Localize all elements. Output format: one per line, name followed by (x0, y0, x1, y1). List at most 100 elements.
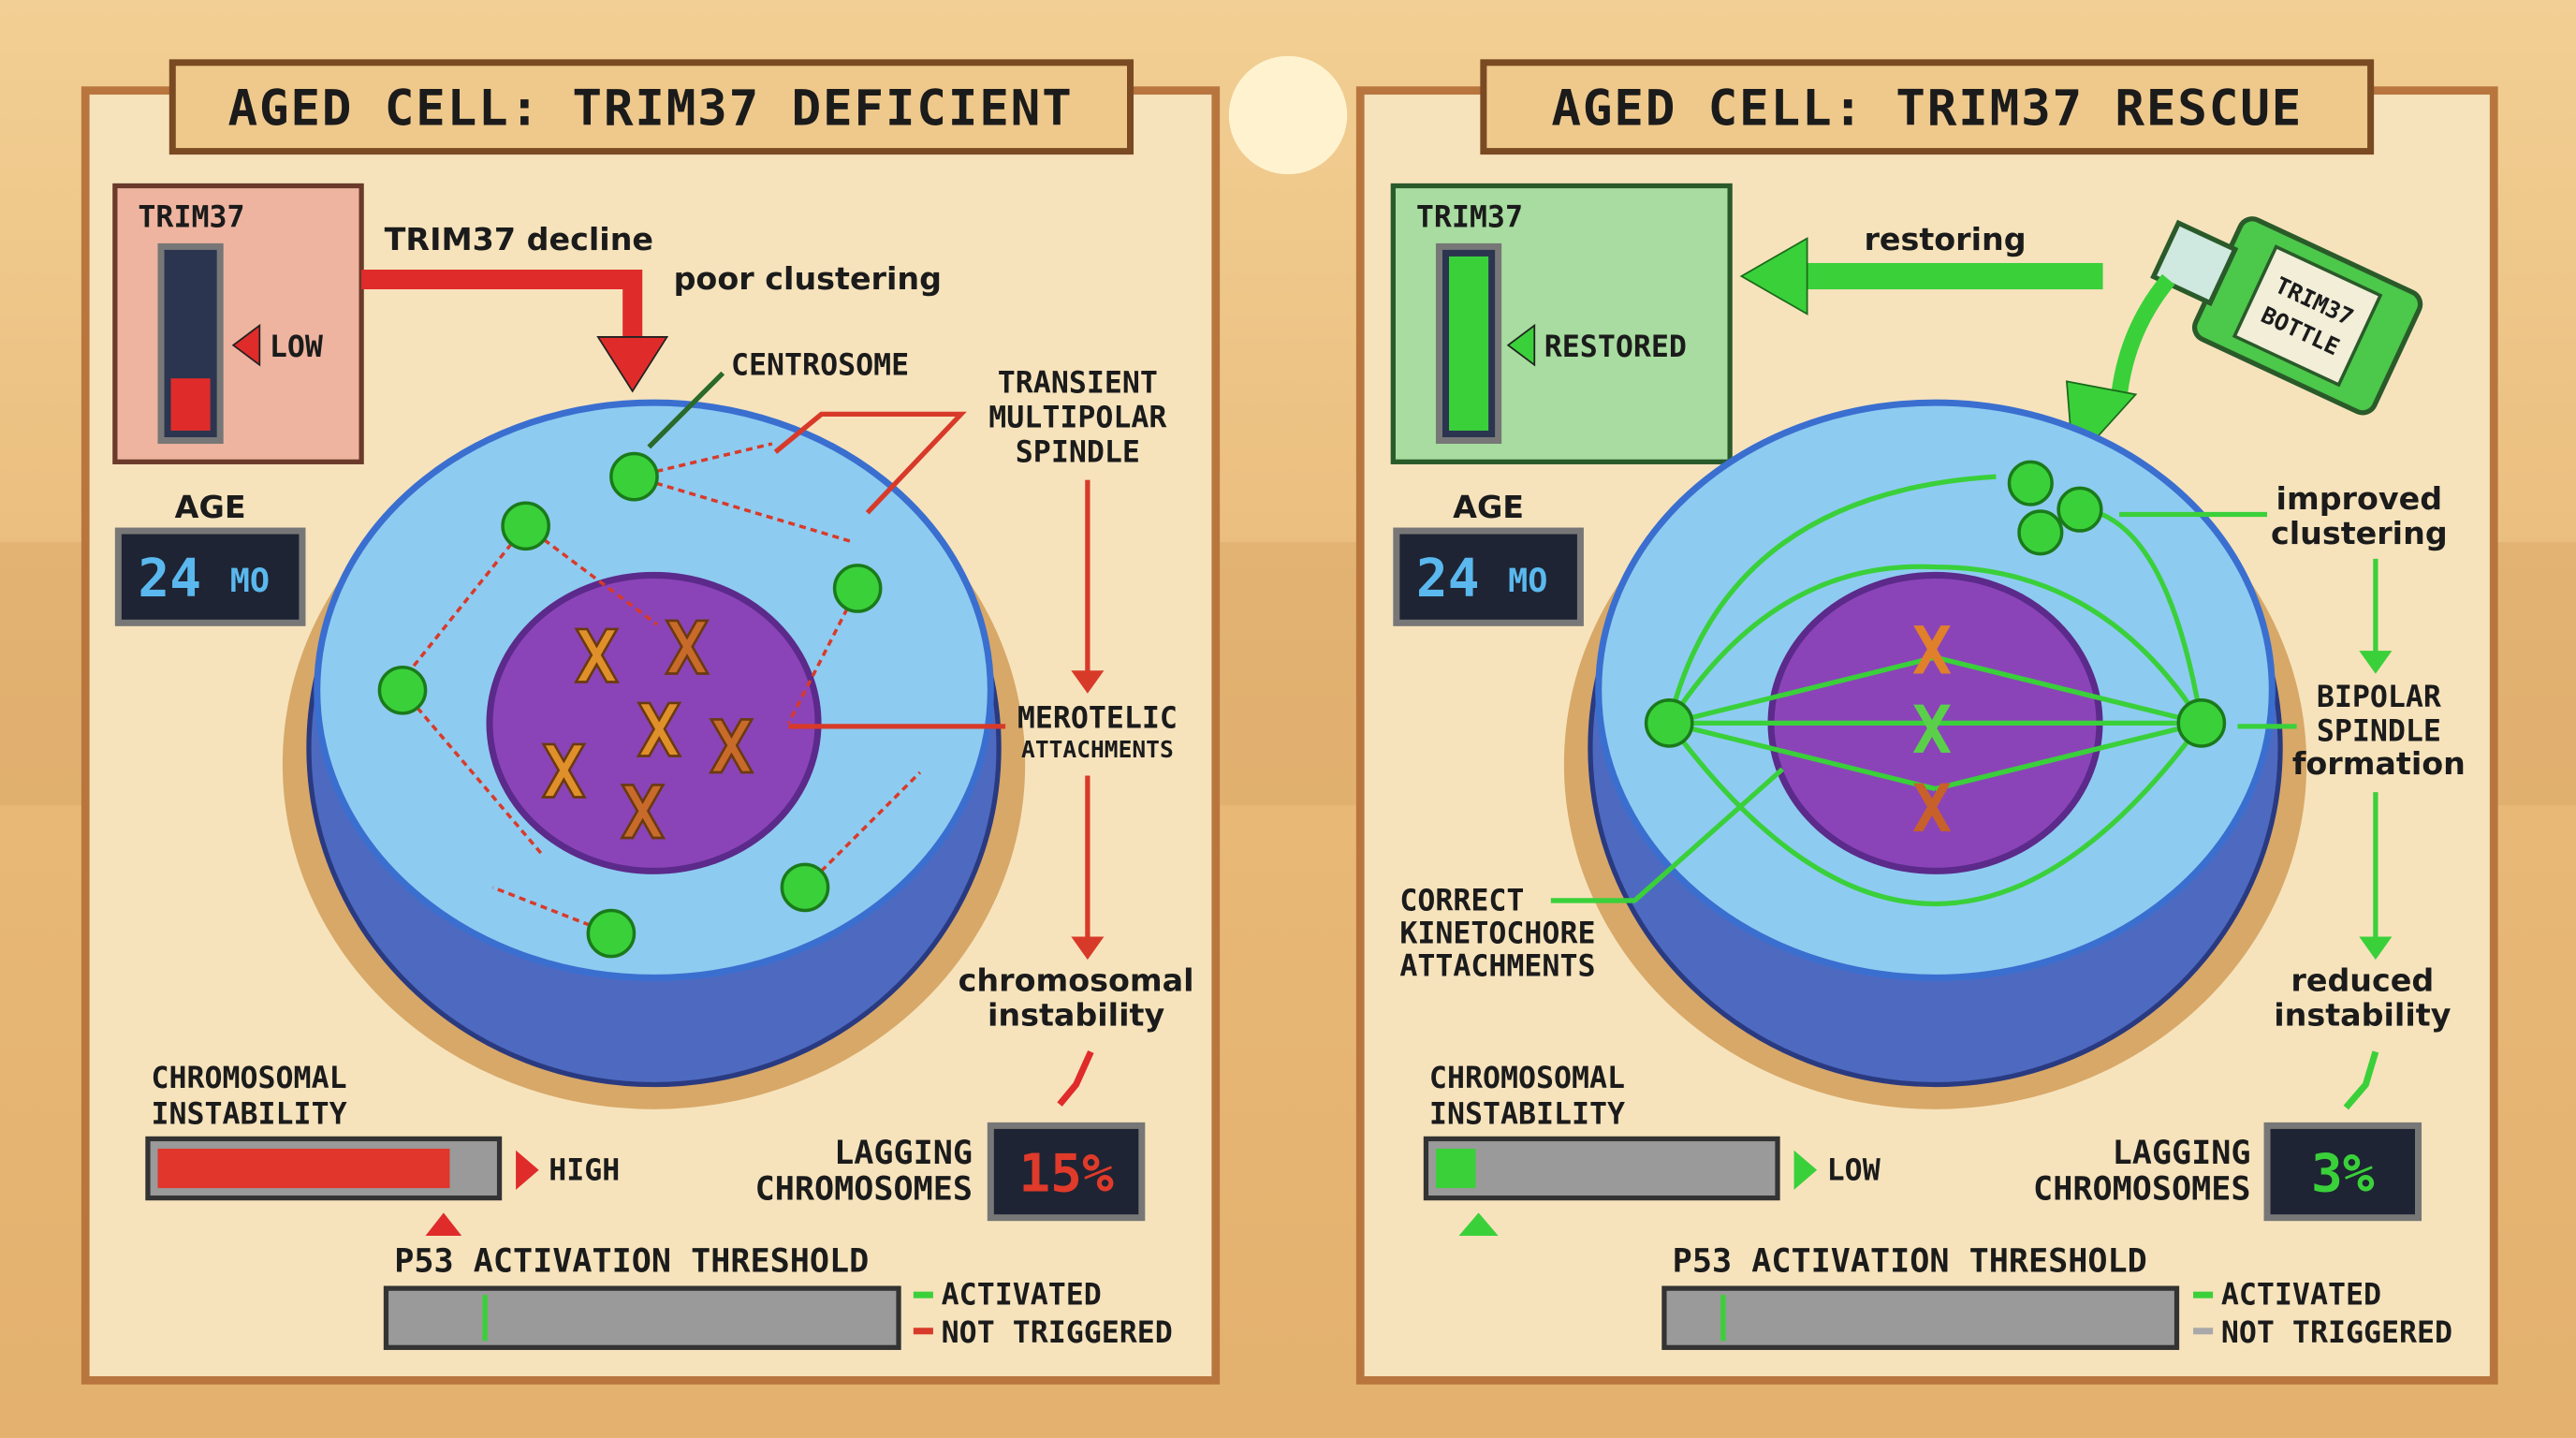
decline-arrow (361, 269, 643, 337)
chromosome: X (637, 689, 681, 773)
arrow-label-decline: TRIM37 decline (385, 221, 653, 257)
cin-label: CHROMOSOMAL (1429, 1062, 1625, 1095)
trim37-gauge-fill (1449, 256, 1489, 431)
centrosome (1644, 698, 1694, 748)
legend-swatch (913, 1291, 933, 1299)
age-display (1393, 527, 1584, 626)
p53-bar-marker (482, 1295, 488, 1342)
cin-state: LOW (1827, 1153, 1881, 1187)
age-unit: MO (1508, 562, 1547, 600)
clustering-label: improved (2276, 480, 2443, 517)
centrosome-label: CENTROSOME (731, 348, 909, 382)
centrosome (780, 862, 830, 913)
instability-text: reduced (2291, 961, 2434, 998)
legend-not-triggered: NOT TRIGGERED (2221, 1316, 2452, 1350)
microtubules (392, 442, 922, 935)
legend-not-triggered: NOT TRIGGERED (942, 1316, 1173, 1350)
pointer-icon (1793, 1150, 1818, 1190)
trim37-label: TRIM37 (1416, 200, 1523, 234)
pointer-icon (1506, 323, 1536, 367)
leader-line (1550, 767, 1785, 903)
instability-text: instability (2274, 996, 2451, 1033)
restoring-arrow (1798, 262, 2103, 290)
pointer-icon (231, 323, 261, 367)
lagging-label: LAGGING (834, 1134, 973, 1172)
cin-label: INSTABILITY (1429, 1098, 1625, 1132)
p53-bar (383, 1285, 901, 1350)
kinetochore-label: KINETOCHORE (1399, 917, 1595, 951)
arrow-head-icon (1739, 237, 1808, 315)
instability-text: instability (988, 996, 1164, 1033)
legend-activated: ACTIVATED (942, 1279, 1102, 1313)
centrosome (501, 501, 550, 551)
legend-swatch (913, 1328, 933, 1335)
clustering-label: clustering (2271, 515, 2448, 551)
legend-activated: ACTIVATED (2221, 1279, 2381, 1313)
lagging-label: LAGGING (2113, 1134, 2251, 1172)
age-label: AGE (1453, 489, 1524, 525)
chromosome: X (1912, 613, 1952, 690)
arrow-head-icon (2359, 936, 2393, 961)
cin-state: HIGH (549, 1153, 620, 1187)
centrosome (2007, 460, 2054, 506)
nucleus (486, 571, 822, 874)
trim37-state: RESTORED (1544, 330, 1687, 364)
p53-label: P53 ACTIVATION THRESHOLD (394, 1242, 869, 1281)
leader-line (647, 371, 725, 449)
cin-bar-fill (1435, 1148, 1476, 1189)
lagging-label: CHROMOSOMES (2033, 1169, 2250, 1208)
centrosome (609, 451, 659, 502)
trim37-label: TRIM37 (138, 200, 244, 234)
p53-bar (1661, 1285, 2180, 1350)
bipolar-label: SPINDLE (2317, 715, 2441, 749)
chromosome: X (710, 706, 753, 790)
centrosome (586, 908, 637, 959)
cin-label: INSTABILITY (151, 1098, 346, 1132)
bipolar-label: BIPOLAR (2317, 681, 2442, 714)
flow-arrow (1057, 1049, 1094, 1107)
spindle-label: MULTIPOLAR (988, 401, 1167, 434)
merotelic-label: MEROTELIC (1017, 702, 1178, 736)
legend-swatch (2193, 1291, 2214, 1299)
chromosome: X (1912, 692, 1952, 769)
p53-label: P53 ACTIVATION THRESHOLD (1673, 1242, 2147, 1281)
centrosome (832, 564, 883, 613)
pouring-arrow (2111, 273, 2175, 396)
chromosome: X (575, 616, 619, 700)
chromosome: X (1912, 770, 1952, 847)
centrosome (2056, 486, 2103, 533)
flow-arrow (2343, 1050, 2379, 1110)
title-banner (1480, 59, 2375, 155)
arrow-head-icon (1071, 670, 1105, 694)
centrosome (377, 665, 428, 715)
lagging-value: 3% (2311, 1144, 2375, 1205)
cin-bar-fill (157, 1148, 450, 1189)
spindle-fibers (1666, 474, 2204, 906)
arrow-head-icon (1071, 936, 1105, 961)
age-unit: MO (230, 562, 270, 600)
age-label: AGE (175, 489, 246, 525)
age-value: 24 (1416, 549, 1480, 609)
arrow-head-icon (596, 336, 669, 393)
legend-swatch (2193, 1328, 2214, 1335)
chromosome: X (621, 771, 664, 856)
bipolar-label: formation (2292, 745, 2466, 782)
arrow-head-icon (2359, 651, 2393, 674)
spindle-label: TRANSIENT (998, 367, 1158, 401)
trim37-state: LOW (270, 330, 324, 364)
sun (1228, 55, 1348, 175)
cin-label: CHROMOSOMAL (151, 1062, 346, 1095)
left-panel: AGED CELL: TRIM37 DEFICIENT TRIM37 LOW T… (80, 59, 1221, 1385)
lagging-value: 15% (1018, 1144, 1114, 1205)
panel-title: AGED CELL: TRIM37 DEFICIENT (227, 81, 1073, 138)
panel-title: AGED CELL: TRIM37 RESCUE (1551, 81, 2303, 138)
lagging-label: CHROMOSOMES (755, 1169, 973, 1208)
instability-text: chromosomal (959, 961, 1194, 998)
threshold-marker-icon (1458, 1212, 1499, 1236)
p53-bar-marker (1720, 1295, 1726, 1342)
kinetochore-label: ATTACHMENTS (1399, 950, 1595, 984)
lagging-display (2263, 1122, 2422, 1222)
kinetochore-label: CORRECT (1399, 884, 1524, 917)
restoring-label: restoring (1864, 221, 2026, 257)
